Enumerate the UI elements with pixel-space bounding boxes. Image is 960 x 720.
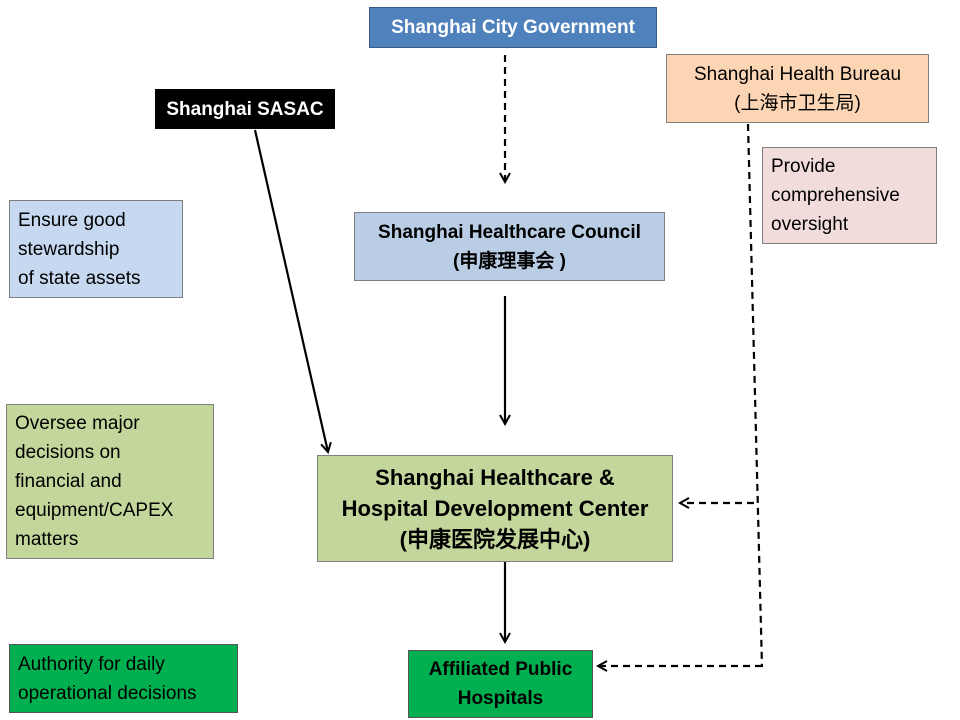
development-center-node: Shanghai Healthcare & Hospital Developme…: [317, 455, 673, 562]
city-government-label: Shanghai City Government: [391, 17, 635, 38]
major-decisions-line5: matters: [15, 529, 79, 550]
oversight-line3: oversight: [771, 214, 849, 235]
stewardship-line3: of state assets: [18, 267, 141, 289]
healthcare-council-line1: Shanghai Healthcare Council: [378, 221, 641, 243]
oversight-line1: Provide: [771, 156, 836, 177]
connector-sasac-to-center: [253, 129, 328, 452]
health-bureau-node: Shanghai Health Bureau (上海市卫生局): [666, 54, 929, 123]
affiliated-hospitals-line2: Hospitals: [457, 688, 544, 709]
sasac-label: Shanghai SASAC: [166, 98, 324, 120]
stewardship-line2: stewardship: [18, 238, 120, 260]
healthcare-council-line2: (申康理事会 ): [453, 250, 566, 272]
major-decisions-line3: financial and: [15, 471, 122, 492]
connector-bureau-vertical: [746, 123, 764, 668]
health-bureau-line2: (上海市卫生局): [734, 92, 861, 114]
health-bureau-line1: Shanghai Health Bureau: [693, 63, 902, 85]
affiliated-hospitals-node: Affiliated Public Hospitals: [408, 650, 593, 718]
daily-operations-line2: operational decisions: [18, 682, 197, 704]
major-decisions-note: Oversee major decisions on financial and…: [6, 404, 214, 559]
sasac-node: Shanghai SASAC: [155, 89, 335, 129]
oversight-line2: comprehensive: [771, 185, 900, 206]
stewardship-note: Ensure good stewardship of state assets: [9, 200, 183, 298]
stewardship-line1: Ensure good: [18, 209, 126, 231]
major-decisions-line1: Oversee major: [15, 413, 140, 434]
daily-operations-line1: Authority for daily: [18, 653, 165, 675]
affiliated-hospitals-line1: Affiliated Public: [428, 659, 573, 680]
development-center-line3: (申康医院发展中心): [399, 527, 591, 552]
major-decisions-line2: decisions on: [15, 442, 121, 463]
development-center-line1: Shanghai Healthcare &: [375, 465, 615, 490]
major-decisions-line4: equipment/CAPEX: [15, 500, 174, 521]
development-center-line2: Hospital Development Center: [341, 496, 649, 521]
daily-operations-note: Authority for daily operational decision…: [9, 644, 238, 713]
oversight-note: Provide comprehensive oversight: [762, 147, 937, 244]
city-government-node: Shanghai City Government: [369, 7, 657, 48]
healthcare-council-node: Shanghai Healthcare Council (申康理事会 ): [354, 212, 665, 281]
